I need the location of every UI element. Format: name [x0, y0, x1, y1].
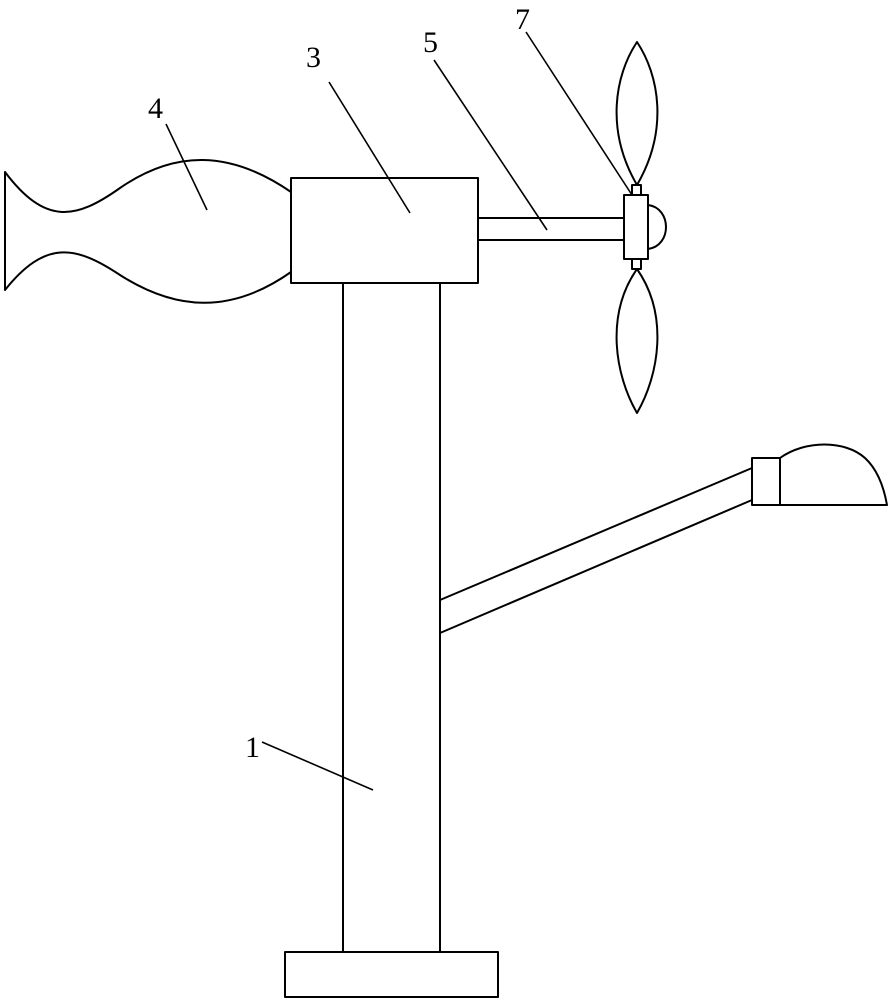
label-propeller: 7: [515, 3, 530, 36]
label-intake-horn: 4: [148, 92, 163, 125]
blade-connector-bottom: [631, 258, 642, 270]
shaft: [477, 217, 625, 241]
label-housing: 3: [306, 41, 321, 74]
leader-line-1: [261, 741, 374, 791]
leader-line-3: [328, 81, 411, 214]
blade-connector-top: [631, 184, 642, 196]
propeller-blade-top: [615, 41, 659, 186]
lamp-head: [779, 443, 888, 506]
propeller-blade-bottom: [615, 268, 659, 414]
nose-cone: [647, 204, 667, 250]
leader-line-5: [433, 59, 548, 231]
intake-horn: [4, 159, 292, 304]
label-shaft: 5: [423, 26, 438, 59]
label-pole: 1: [245, 731, 260, 764]
leader-line-7: [525, 31, 633, 196]
pole: [342, 283, 441, 953]
housing-box: [290, 177, 479, 284]
lamp-collar: [751, 457, 781, 506]
leader-line-4: [165, 123, 208, 211]
base-plate: [284, 951, 499, 998]
propeller-hub: [623, 194, 649, 260]
lamp-arm: [439, 467, 753, 634]
